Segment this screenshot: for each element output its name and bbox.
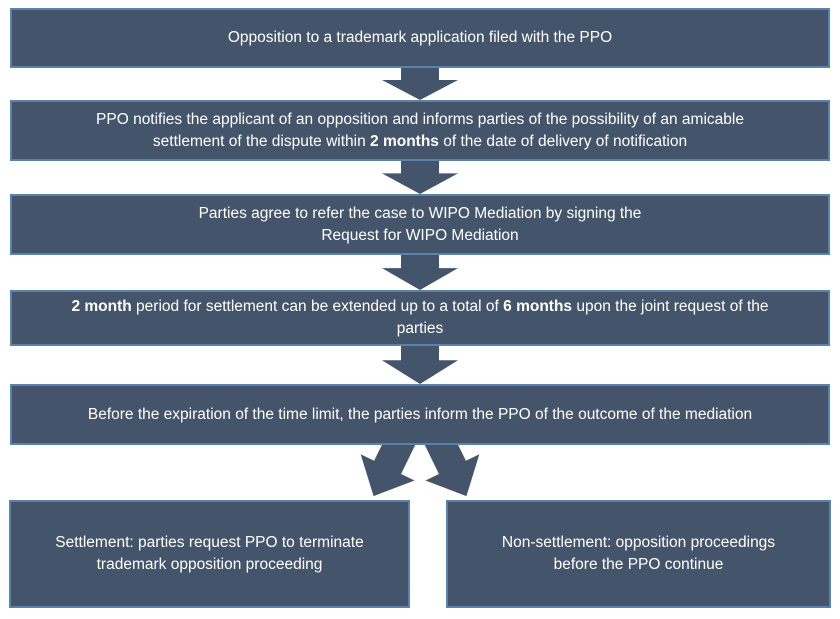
flow-box-text-line: PPO notifies the applicant of an opposit…: [96, 110, 744, 128]
flow-box-wipo-mediation-request: Parties agree to refer the case to WIPO …: [10, 194, 830, 255]
flow-box-non-settlement: Non-settlement: opposition proceedings be…: [446, 500, 831, 608]
flow-box-inform-outcome: Before the expiration of the time limit,…: [10, 384, 830, 445]
split-arrow-icon: [330, 445, 510, 503]
flow-box-text-line: Opposition to a trademark application fi…: [227, 29, 613, 46]
down-arrow-icon: [382, 255, 458, 290]
flow-box-ppo-notifies: PPO notifies the applicant of an opposit…: [10, 100, 830, 161]
flow-box-text-line: 2 month period for settlement can be ext…: [71, 298, 769, 315]
flow-box-text-line: before the PPO continue: [553, 556, 724, 573]
flow-box-text-line: settlement of the dispute within 2 month…: [152, 132, 688, 150]
flow-box-opposition-filed: Opposition to a trademark application fi…: [10, 8, 830, 68]
flow-box-text-line: Parties agree to refer the case to WIPO …: [198, 204, 642, 222]
flow-box-text-line: Before the expiration of the time limit,…: [87, 405, 753, 423]
down-arrow-icon: [382, 346, 458, 384]
flow-box-settlement: Settlement: parties request PPO to termi…: [9, 500, 410, 608]
flow-box-text-line: Non-settlement: opposition proceedings: [501, 534, 776, 551]
flow-box-extension-period: 2 month period for settlement can be ext…: [10, 290, 830, 346]
down-arrow-icon: [382, 68, 458, 100]
flow-box-text-line: trademark opposition proceeding: [96, 556, 323, 573]
flow-box-text-line: Request for WIPO Mediation: [321, 226, 519, 244]
flow-box-text-line: Settlement: parties request PPO to termi…: [55, 534, 364, 551]
down-arrow-icon: [382, 161, 458, 194]
flow-box-text-line: parties: [396, 320, 444, 337]
